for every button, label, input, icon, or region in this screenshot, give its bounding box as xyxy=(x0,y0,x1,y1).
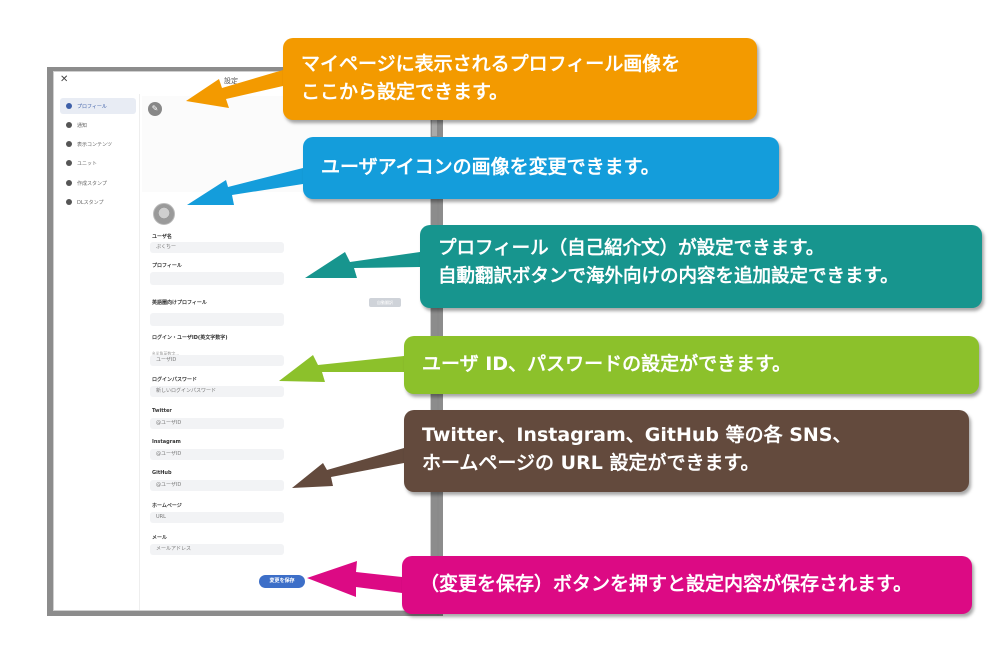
callout-sns: Twitter、Instagram、GitHub 等の各 SNS、 ホームページ… xyxy=(404,410,969,492)
instagram-label: Instagram xyxy=(152,439,181,445)
mail-input[interactable]: メールアドレス xyxy=(150,544,284,555)
password-label: ログインパスワード xyxy=(152,377,198,383)
login-id-hint: ※半角英数字... xyxy=(152,351,180,356)
dialog-title: 設定 xyxy=(224,77,238,85)
settings-sidebar: プロフィール 通知 表示コンテンツ ユニット 作成スタンプ DLスタンプ xyxy=(54,94,140,610)
sidebar-item-display[interactable]: 表示コンテンツ xyxy=(60,136,136,152)
callout-line: Twitter、Instagram、GitHub 等の各 SNS、 xyxy=(422,424,852,446)
user-avatar[interactable] xyxy=(153,203,175,225)
sidebar-item-unit[interactable]: ユニット xyxy=(60,155,136,171)
sidebar-item-label: プロフィール xyxy=(77,103,107,110)
username-label: ユーザ名 xyxy=(152,234,172,240)
callout-line: プロフィール（自己紹介文）が設定できます。 xyxy=(438,238,825,259)
callout-line: （変更を保存）ボタンを押すと設定内容が保存されます。 xyxy=(420,573,913,595)
sidebar-item-label: 通知 xyxy=(77,122,88,129)
callout-line: ユーザアイコンの画像を変更できます。 xyxy=(321,156,660,178)
scrollbar-thumb xyxy=(432,120,437,136)
sidebar-item-label: ユニット xyxy=(77,160,98,167)
github-input[interactable]: @ユーザID xyxy=(150,480,284,491)
callout-profile-text: プロフィール（自己紹介文）が設定できます。 自動翻訳ボタンで海外向けの内容を追加… xyxy=(420,225,982,308)
sidebar-item-notifications[interactable]: 通知 xyxy=(60,117,136,133)
close-icon[interactable]: ✕ xyxy=(60,74,69,85)
unit-icon xyxy=(66,160,72,166)
bell-icon xyxy=(66,122,72,128)
person-icon xyxy=(66,103,72,109)
username-input[interactable]: ぷくちー xyxy=(150,242,284,253)
profile-label: プロフィール xyxy=(152,263,182,269)
callout-line: ユーザ ID、パスワードの設定ができます。 xyxy=(422,353,792,375)
sidebar-item-profile[interactable]: プロフィール xyxy=(60,98,136,114)
login-id-label: ログイン・ユーザID(英文字数字) xyxy=(152,335,228,341)
sidebar-item-dl-stamps[interactable]: DLスタンプ xyxy=(60,194,136,210)
twitter-input[interactable]: @ユーザID xyxy=(150,418,284,429)
homepage-label: ホームページ xyxy=(152,503,182,509)
profile-textarea[interactable] xyxy=(150,272,284,285)
mail-label: メール xyxy=(152,535,168,541)
homepage-input[interactable]: URL xyxy=(150,512,284,523)
github-label: GitHub xyxy=(152,470,172,476)
callout-profile-image: マイページに表示されるプロフィール画像を ここから設定できます。 xyxy=(283,38,757,120)
twitter-label: Twitter xyxy=(152,408,172,414)
sidebar-item-created-stamps[interactable]: 作成スタンプ xyxy=(60,175,136,191)
sidebar-item-label: 作成スタンプ xyxy=(77,180,107,187)
foreign-profile-label: 英語圏向けプロフィール xyxy=(152,300,207,306)
display-icon xyxy=(66,141,72,147)
sidebar-item-label: 表示コンテンツ xyxy=(77,141,113,148)
callout-user-icon: ユーザアイコンの画像を変更できます。 xyxy=(303,137,779,199)
stamp-icon xyxy=(66,180,72,186)
callout-line: ホームページの URL 設定ができます。 xyxy=(422,452,760,474)
callout-line: ここから設定できます。 xyxy=(301,81,509,103)
save-button[interactable]: 変更を保存 xyxy=(259,575,305,588)
instagram-input[interactable]: @ユーザID xyxy=(150,449,284,460)
callout-line: 自動翻訳ボタンで海外向けの内容を追加設定できます。 xyxy=(438,266,899,287)
password-input[interactable]: 新しいログインパスワード xyxy=(150,386,284,397)
userid-input[interactable]: ユーザID xyxy=(150,355,284,366)
callout-line: マイページに表示されるプロフィール画像を xyxy=(301,53,681,75)
sidebar-item-label: DLスタンプ xyxy=(77,199,104,206)
callout-save: （変更を保存）ボタンを押すと設定内容が保存されます。 xyxy=(402,556,972,614)
foreign-profile-textarea[interactable] xyxy=(150,313,284,326)
auto-translate-button[interactable]: 自動翻訳 xyxy=(369,298,401,307)
pencil-icon[interactable]: ✎ xyxy=(148,102,162,116)
download-icon xyxy=(66,199,72,205)
callout-login: ユーザ ID、パスワードの設定ができます。 xyxy=(404,336,979,394)
